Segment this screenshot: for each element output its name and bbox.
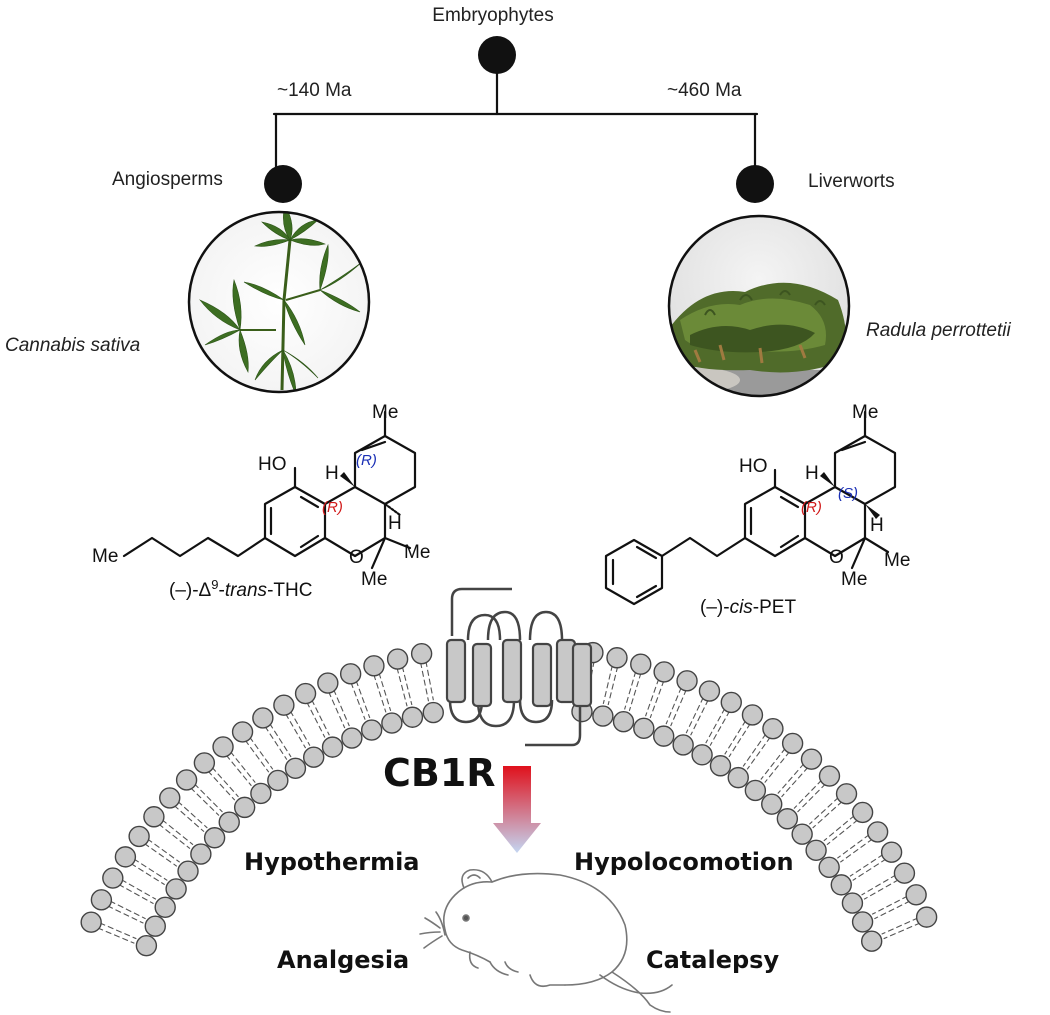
thc-name: (–)-Δ9-trans-THC <box>169 577 312 601</box>
cb1r-label: CB1R <box>383 751 496 795</box>
thc-h-mid: H <box>388 513 402 534</box>
pet-name-prefix: (–)- <box>700 597 730 618</box>
cb1r-receptor <box>445 587 593 747</box>
thc-me-top: Me <box>372 402 398 423</box>
thc-ho: HO <box>258 454 287 475</box>
pet-structure <box>604 410 897 606</box>
thc-name-suffix: -THC <box>267 580 312 601</box>
thc-structure <box>122 410 417 570</box>
thc-stereo-r1: (R) <box>322 499 343 516</box>
mouse-outline-icon <box>419 868 673 1013</box>
liverworts-label: Liverworts <box>808 171 895 192</box>
pet-stereo-s: (S) <box>838 485 858 502</box>
root-label: Embryophytes <box>432 5 553 26</box>
pet-me-bottom: Me <box>841 569 867 590</box>
pet-labels: HO H H O Me Me Me (R) (S) (–)-cis-PET <box>700 402 910 618</box>
effect-analgesia: Analgesia <box>277 946 409 974</box>
angiosperms-node <box>264 165 302 203</box>
pet-o: O <box>829 547 844 568</box>
pet-h-mid: H <box>870 515 884 536</box>
lipid-bilayer <box>80 641 938 957</box>
root-node <box>478 36 516 74</box>
pet-me-top: Me <box>852 402 878 423</box>
thc-name-superscript: 9 <box>211 577 218 592</box>
liverworts-node <box>736 165 774 203</box>
angiosperms-label: Angiosperms <box>112 169 223 190</box>
thc-me-right: Me <box>404 542 430 563</box>
cannabis-species-label: Cannabis sativa <box>5 335 140 356</box>
thc-name-italic: trans <box>225 580 268 601</box>
cannabis-plant-photo-icon <box>187 210 371 394</box>
thc-name-prefix: (–)-Δ <box>169 580 212 601</box>
thc-o: O <box>349 547 364 568</box>
pet-name-suffix: -PET <box>753 597 797 618</box>
pet-h-top: H <box>805 463 819 484</box>
thc-labels: HO H H O Me Me Me Me (R) (R) (–)-Δ9-tran… <box>92 402 430 601</box>
liverwort-moss-photo-icon <box>667 214 851 398</box>
pet-me-right: Me <box>884 550 910 571</box>
thc-name-dash: - <box>218 580 224 601</box>
thc-h-top: H <box>325 463 339 484</box>
left-age-label: ~140 Ma <box>277 80 352 101</box>
thc-me-bottom: Me <box>361 569 387 590</box>
effect-catalepsy: Catalepsy <box>646 946 779 974</box>
thc-stereo-r2: (R) <box>356 452 377 469</box>
phylogeny-tree: Embryophytes ~140 Ma ~460 Ma Angiosperms… <box>112 5 895 203</box>
effect-hypothermia: Hypothermia <box>244 848 420 876</box>
radula-species-label: Radula perrottetii <box>866 320 1011 341</box>
signal-arrow-icon <box>493 766 541 853</box>
pet-name-italic: cis <box>730 597 754 618</box>
pet-name: (–)-cis-PET <box>700 597 796 618</box>
pet-ho: HO <box>739 456 768 477</box>
pet-stereo-r: (R) <box>801 499 822 516</box>
right-age-label: ~460 Ma <box>667 80 742 101</box>
effect-hypolocomotion: Hypolocomotion <box>574 848 794 876</box>
thc-me-chain: Me <box>92 546 118 567</box>
